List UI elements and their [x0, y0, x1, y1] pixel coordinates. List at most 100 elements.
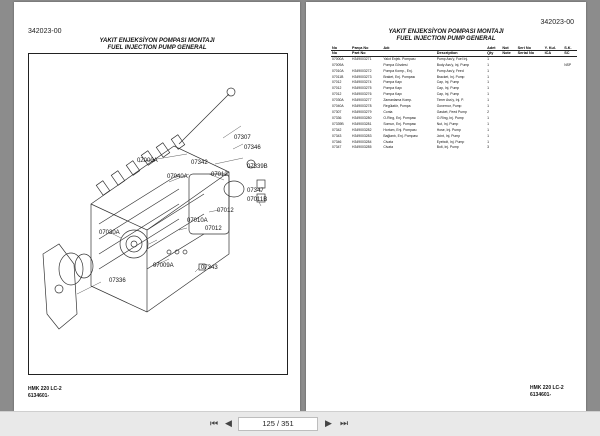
table-cell: Civata	[383, 139, 393, 144]
page-indicator[interactable]: 125 / 351	[238, 417, 318, 431]
table-cell	[501, 145, 516, 151]
table-cell: 1	[487, 121, 489, 126]
table-cell: H349003274	[352, 80, 372, 85]
col-header: Qty	[486, 50, 502, 57]
table-cell: Zamanlama Komp.	[383, 98, 413, 103]
table-cell	[517, 145, 544, 151]
callout-label: 07011B	[247, 197, 267, 203]
table-cell: NSP	[564, 62, 572, 67]
table-cell: 07040A	[332, 104, 344, 109]
prev-page-button[interactable]: ◀	[225, 418, 232, 428]
callout-label: 07030A	[99, 230, 120, 236]
col-header: Serial No	[516, 50, 544, 57]
table-cell: H349003279	[352, 109, 372, 114]
col-header: Y. Kul.	[543, 46, 564, 52]
table-cell: 1	[487, 80, 489, 85]
col-header: Adı	[382, 46, 436, 52]
table-cell: Braket, Enj. Pompası	[383, 74, 416, 79]
doc-number: 342023-00	[28, 28, 62, 35]
table-cell: Cap, Inj. Pump	[436, 86, 460, 91]
right-page: 342023-00 YAKIT ENJEKSİYON POMPASI MONTA…	[306, 2, 586, 411]
col-header: Not	[501, 46, 517, 52]
col-header: Adet	[486, 46, 502, 52]
callout-label: 07012	[211, 172, 228, 178]
table-row: 07009A Pompa Gövdesi Body Ass'y, Inj. Pump…	[331, 63, 577, 69]
table-cell: 07339B	[332, 121, 344, 126]
callout-labels: 07307 07346 07000A 07342 07339B 07040A 0…	[99, 135, 268, 284]
table-cell: 07030A	[332, 98, 344, 103]
col-header: Seri No	[516, 46, 544, 52]
callout-label: 07307	[234, 135, 251, 141]
callout-label: 07009A	[153, 263, 174, 269]
title-tr: YAKIT ENJEKSİYON POMPASI MONTAJI	[99, 38, 215, 44]
table-cell: 1	[487, 62, 489, 67]
table-cell: Pompa Komp., Enj.	[383, 68, 413, 73]
table-cell: Pompa Gövdesi	[383, 62, 408, 67]
table-cell: H349003275	[352, 86, 372, 91]
illustration-frame: 07307 07346 07000A 07342 07339B 07040A 0…	[28, 53, 288, 375]
table-cell: 07009A	[332, 62, 344, 67]
table-cell: Bracket, Inj. Pump	[436, 74, 465, 79]
title-tr: YAKIT ENJEKSİYON POMPASI MONTAJI	[388, 29, 504, 35]
callout-label: 07040A	[167, 174, 188, 180]
table-cell: H349003282	[352, 127, 372, 132]
table-cell: 1	[487, 139, 489, 144]
table-cell: Bolt, Inj. Pump	[436, 145, 459, 150]
table-cell: H349003283	[352, 133, 372, 138]
pump-illustration: 07307 07346 07000A 07342 07339B 07040A 0…	[42, 87, 268, 330]
table-cell: Hortum, Enj. Pompası	[383, 127, 417, 132]
table-cell: 1	[487, 98, 489, 103]
table-cell: Eyebolt, Inj. Pump	[436, 139, 465, 144]
table-cell: Pompa Kapı	[383, 86, 403, 91]
table-cell: 1	[487, 86, 489, 91]
col-header: Part No	[351, 50, 383, 57]
model-label: HMK 220 LC-2	[530, 385, 564, 391]
page-navigation-bar: ⏮ ◀ 125 / 351 ▶ ⏭	[0, 411, 600, 436]
table-cell: 07012	[332, 92, 342, 97]
table-cell: Joint, Inj. Pump	[436, 133, 461, 138]
table-cell: 1	[487, 92, 489, 97]
callout-label: 07012	[217, 208, 234, 214]
table-cell: Somun, Enj. Pompası	[383, 121, 417, 126]
table-cell: Pump Ass'y, Fuel Inj.	[436, 56, 469, 61]
table-cell: Pump Ass'y, Feed	[436, 68, 464, 73]
table-cell: 07000A	[332, 56, 344, 61]
table-cell: H349003281	[352, 121, 372, 126]
col-header: SC	[563, 50, 577, 57]
table-cell: 1	[487, 127, 489, 132]
col-header: Description	[435, 50, 487, 57]
table-cell: O-Ring, Enj. Pompası	[383, 115, 417, 120]
table-cell: Body Ass'y, Inj. Pump	[436, 62, 470, 67]
callout-label: 07347	[247, 188, 264, 194]
model-label: HMK 220 LC-2	[28, 386, 62, 392]
table-cell: H349003272	[352, 68, 372, 73]
table-cell: 1	[487, 74, 489, 79]
table-cell: 07012	[332, 86, 342, 91]
callout-label: 07346	[244, 145, 261, 151]
table-cell: 07342	[332, 127, 342, 132]
table-cell: 2	[487, 109, 489, 114]
serial-label: 6134601-	[28, 393, 50, 399]
table-cell: H349003271	[352, 56, 372, 61]
table-cell: 1	[487, 133, 489, 138]
last-page-button[interactable]: ⏭	[340, 418, 349, 428]
doc-number: 342023-00	[540, 19, 574, 26]
table-cell: Timer Ass'y, Inj. P.	[436, 98, 464, 103]
table-cell: O-Ring, Inj. Pump	[436, 115, 464, 120]
first-page-button[interactable]: ⏮	[210, 418, 219, 428]
callout-label: 07343	[201, 265, 218, 271]
left-page: 342023-00 YAKIT ENJEKSİYON POMPASI MONTA…	[14, 2, 300, 411]
next-page-button[interactable]: ▶	[325, 418, 332, 428]
table-cell: H349003273	[352, 74, 372, 79]
table-cell: H349003284	[352, 139, 372, 144]
table-cell: 3	[487, 145, 489, 150]
